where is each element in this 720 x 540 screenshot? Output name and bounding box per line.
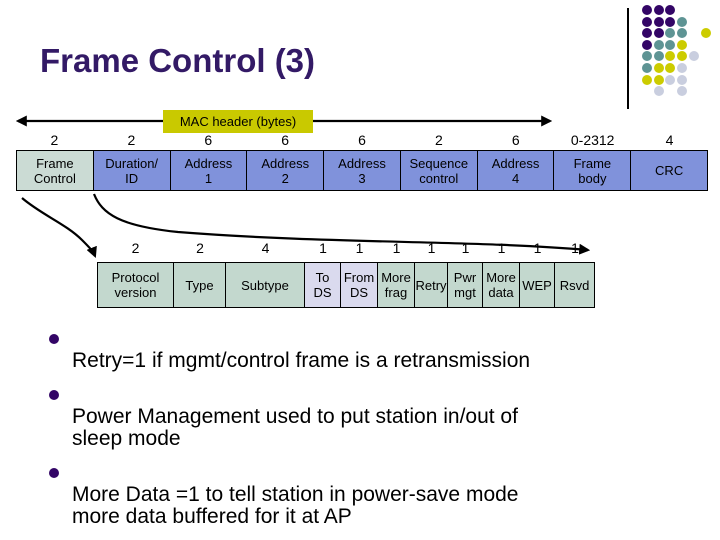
logo-dot — [665, 16, 676, 27]
logo-dot — [677, 39, 688, 50]
logo-dot — [653, 86, 664, 97]
fc-bits-row: 2 2 4 1 1 1 1 1 1 1 1 — [97, 240, 595, 256]
logo-dot — [642, 63, 652, 73]
mac-field-address-1: Address 1 — [170, 150, 248, 191]
logo-dot — [653, 16, 664, 27]
bullet-icon — [49, 390, 59, 400]
logo-dot — [688, 51, 699, 62]
bit-count: 1 — [461, 240, 470, 256]
bullet-text: More Data =1 to tell station in power-sa… — [72, 483, 519, 528]
logo-dot — [665, 51, 676, 62]
logo-dot — [677, 63, 688, 73]
logo-dot — [653, 63, 664, 73]
bit-count: 4 — [261, 240, 270, 256]
bit-count: 1 — [355, 240, 364, 256]
fc-field-subtype: Subtype — [226, 262, 305, 308]
bit-count: 1 — [427, 240, 436, 256]
logo-dot — [677, 16, 688, 27]
bullet-text: Power Management used to put station in/… — [72, 405, 518, 450]
mac-header-label: MAC header (bytes) — [163, 110, 313, 133]
logo-divider-line — [627, 8, 629, 109]
logo-dot — [642, 16, 652, 27]
byte-count: 4 — [665, 132, 674, 148]
fc-field-type: Type — [174, 262, 226, 308]
logo-dot — [665, 74, 676, 85]
fc-field-rsvd: Rsvd — [555, 262, 595, 308]
bit-count: 1 — [497, 240, 506, 256]
byte-count: 6 — [281, 132, 290, 148]
bit-count: 2 — [196, 240, 204, 256]
bullet-list: Retry=1 if mgmt/control frame is a retra… — [30, 328, 634, 540]
logo-dot — [653, 5, 664, 15]
mac-bytes-row: 2 2 6 6 6 2 6 0-2312 4 — [16, 132, 708, 148]
logo-dot — [677, 86, 688, 97]
mac-header-table: Frame Control Duration/ ID Address 1 Add… — [16, 150, 709, 191]
frame-control-table: Protocol version Type Subtype To DS From… — [97, 262, 595, 308]
mac-field-crc: CRC — [631, 150, 709, 191]
mac-field-frame-control: Frame Control — [16, 150, 94, 191]
bit-count: 1 — [571, 240, 579, 256]
mac-field-address-2: Address 2 — [247, 150, 325, 191]
bit-count: 1 — [392, 240, 401, 256]
logo-dot — [700, 28, 711, 39]
byte-count: 6 — [204, 132, 213, 148]
logo-dot — [653, 28, 664, 39]
logo-dot — [653, 74, 664, 85]
byte-count: 6 — [358, 132, 366, 148]
logo-dot — [665, 28, 676, 39]
logo-dot — [642, 51, 652, 62]
bullet-item: Retry=1 if mgmt/control frame is a retra… — [30, 328, 634, 372]
logo-dot — [665, 39, 676, 50]
bit-count: 2 — [131, 240, 140, 256]
byte-count: 2 — [50, 132, 59, 148]
bit-count: 1 — [533, 240, 542, 256]
mac-field-duration-id: Duration/ ID — [93, 150, 171, 191]
mac-field-address-3: Address 3 — [324, 150, 401, 191]
page-title: Frame Control (3) — [40, 42, 316, 79]
fc-field-more-data: More data — [483, 262, 520, 308]
mac-field-frame-body: Frame body — [554, 150, 632, 191]
fc-field-pwr-mgt: Pwr mgt — [448, 262, 483, 308]
bullet-text: Retry=1 if mgmt/control frame is a retra… — [72, 349, 531, 372]
expand-curve-left-icon — [21, 197, 97, 259]
logo-dots — [642, 5, 718, 107]
bullet-icon — [49, 468, 59, 478]
bullet-icon — [49, 334, 59, 344]
logo-dot — [665, 63, 676, 73]
fc-field-wep: WEP — [520, 262, 555, 308]
logo-dot — [665, 5, 676, 15]
byte-count: 2 — [127, 132, 136, 148]
logo-dot — [642, 74, 652, 85]
fc-field-retry: Retry — [415, 262, 448, 308]
bullet-item: Power Management used to put station in/… — [30, 384, 634, 450]
logo-dot — [642, 28, 652, 39]
logo-dot — [677, 51, 688, 62]
logo-dot — [653, 39, 664, 50]
byte-count: 0-2312 — [570, 132, 615, 148]
logo-dot — [653, 51, 664, 62]
logo-dot — [642, 5, 652, 15]
fc-field-protocol-version: Protocol version — [97, 262, 174, 308]
mac-field-address-4: Address 4 — [477, 150, 555, 191]
logo-dot — [677, 74, 688, 85]
logo-dot — [642, 39, 652, 50]
fc-field-from-ds: From DS — [341, 262, 378, 308]
mac-field-sequence-control: Sequence control — [400, 150, 478, 191]
logo-dot — [677, 28, 688, 39]
bullet-item: More Data =1 to tell station in power-sa… — [30, 462, 634, 528]
fc-field-to-ds: To DS — [305, 262, 341, 308]
bit-count: 1 — [319, 240, 327, 256]
byte-count: 6 — [511, 132, 520, 148]
fc-field-more-frag: More frag — [378, 262, 415, 308]
byte-count: 2 — [435, 132, 443, 148]
